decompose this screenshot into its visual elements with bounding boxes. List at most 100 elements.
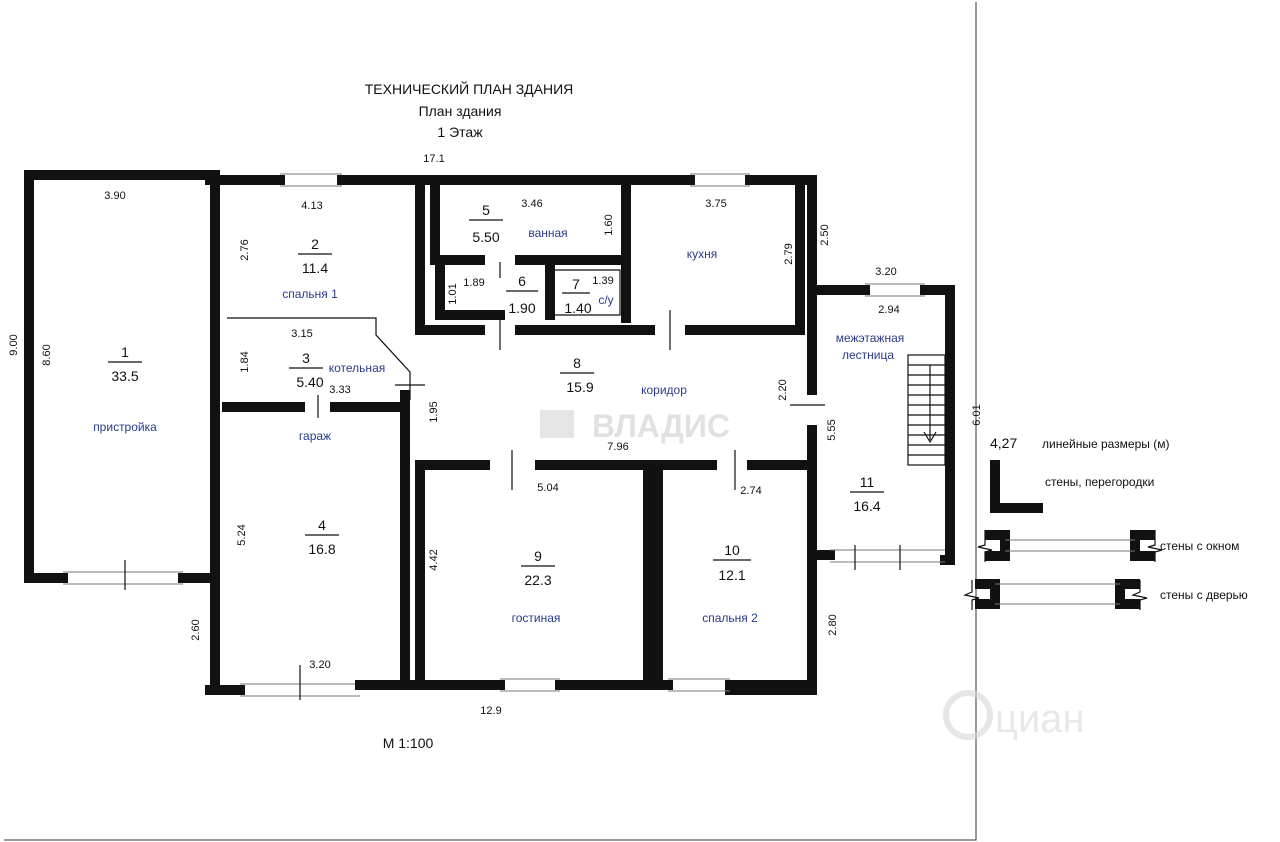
svg-text:5.50: 5.50 bbox=[472, 229, 499, 245]
legend-linear: линейные размеры (м) bbox=[1042, 437, 1169, 451]
dim-bottom-total: 12.9 bbox=[480, 705, 501, 717]
svg-text:коридор: коридор bbox=[641, 383, 687, 397]
svg-text:16.4: 16.4 bbox=[853, 498, 880, 514]
dim-280: 2.80 bbox=[827, 614, 839, 635]
plan-title: ТЕХНИЧЕСКИЙ ПЛАН ЗДАНИЯ bbox=[365, 80, 574, 97]
svg-text:ВЛАДИС: ВЛАДИС bbox=[592, 408, 730, 444]
svg-text:1.90: 1.90 bbox=[508, 300, 535, 316]
staircase bbox=[907, 354, 946, 466]
dim-top-total: 17.1 bbox=[423, 153, 444, 165]
dim-184: 1.84 bbox=[239, 351, 251, 372]
dim-413: 4.13 bbox=[301, 200, 322, 212]
plan-subtitle: План здания bbox=[419, 103, 502, 119]
interior-partitions bbox=[222, 180, 825, 690]
room-label-9: 9 22.3 гостиная bbox=[512, 548, 561, 625]
dim-ext-width: 3.90 bbox=[104, 190, 125, 202]
dim-250: 2.50 bbox=[819, 224, 831, 245]
legend-door: стены с дверью bbox=[1160, 588, 1248, 602]
svg-text:1: 1 bbox=[121, 344, 129, 360]
dim-524: 5.24 bbox=[236, 524, 248, 545]
dim-442: 4.42 bbox=[428, 549, 440, 570]
dim-101: 1.01 bbox=[447, 283, 459, 304]
room-label-5: 5 5.50 ванная bbox=[469, 202, 568, 245]
legend-window: стены с окном bbox=[1160, 539, 1239, 553]
dim-320-stair: 3.20 bbox=[875, 266, 896, 278]
dim-189: 1.89 bbox=[463, 277, 484, 289]
cian-watermark: циан bbox=[943, 690, 1085, 741]
svg-text:2: 2 bbox=[311, 236, 319, 252]
dim-555: 5.55 bbox=[826, 419, 838, 440]
legend-door-symbol bbox=[963, 579, 1148, 610]
svg-text:лестница: лестница bbox=[842, 348, 894, 362]
room-label-7: 7 1.40 с/у bbox=[562, 276, 614, 316]
dim-160: 1.60 bbox=[603, 214, 615, 235]
svg-text:5.40: 5.40 bbox=[296, 374, 323, 390]
svg-text:гостиная: гостиная bbox=[512, 611, 561, 625]
svg-text:10: 10 bbox=[724, 542, 740, 558]
svg-text:6: 6 bbox=[518, 273, 526, 289]
dim-320-garage: 3.20 bbox=[309, 659, 330, 671]
svg-text:гараж: гараж bbox=[299, 429, 331, 443]
svg-text:4: 4 bbox=[318, 517, 326, 533]
main-outer-walls bbox=[205, 170, 955, 700]
svg-text:1.40: 1.40 bbox=[564, 300, 591, 316]
room-label-10: 10 12.1 спальня 2 bbox=[702, 542, 758, 625]
dim-346: 3.46 bbox=[521, 198, 542, 210]
svg-text:9: 9 bbox=[534, 548, 542, 564]
dim-220: 2.20 bbox=[777, 379, 789, 400]
legend-sample-value: 4,27 bbox=[990, 435, 1017, 451]
svg-text:спальня 1: спальня 1 bbox=[282, 287, 338, 301]
dim-601: 6.01 bbox=[971, 404, 983, 425]
dim-139: 1.39 bbox=[592, 275, 613, 287]
svg-text:циан: циан bbox=[995, 697, 1085, 741]
svg-text:15.9: 15.9 bbox=[566, 379, 593, 395]
room-label-6: 6 1.90 bbox=[506, 273, 538, 316]
svg-text:котельная: котельная bbox=[329, 361, 385, 375]
svg-text:пристройка: пристройка bbox=[93, 420, 157, 434]
svg-text:11.4: 11.4 bbox=[302, 260, 328, 276]
svg-text:3: 3 bbox=[302, 350, 310, 366]
legend-window-symbol bbox=[977, 530, 1163, 562]
vladis-watermark: ВЛАДИС bbox=[540, 408, 730, 444]
svg-text:33.5: 33.5 bbox=[111, 368, 138, 384]
svg-text:5: 5 bbox=[482, 202, 490, 218]
dim-315: 3.15 bbox=[291, 328, 312, 340]
svg-text:ванная: ванная bbox=[528, 226, 567, 240]
dim-504: 5.04 bbox=[537, 482, 558, 494]
room-label-11: 11 16.4 межэтажная лестница bbox=[836, 331, 905, 514]
legend-walls: стены, перегородки bbox=[1045, 475, 1154, 489]
room-label-8: 8 15.9 коридор bbox=[560, 355, 687, 397]
svg-text:межэтажная: межэтажная bbox=[836, 331, 905, 345]
legend-wall-symbol bbox=[990, 460, 1043, 513]
svg-text:12.1: 12.1 bbox=[718, 567, 745, 583]
dim-279: 2.79 bbox=[783, 243, 795, 264]
dim-ext-height: 8.60 bbox=[41, 344, 53, 365]
dim-left-total: 9.00 bbox=[8, 334, 20, 355]
svg-text:16.8: 16.8 bbox=[308, 541, 335, 557]
room-label-4: 4 16.8 гараж bbox=[299, 429, 339, 557]
svg-text:спальня 2: спальня 2 bbox=[702, 611, 758, 625]
svg-text:7: 7 bbox=[572, 276, 580, 292]
room-label-3: 3 5.40 котельная bbox=[289, 350, 385, 390]
svg-text:с/у: с/у bbox=[598, 293, 613, 307]
dim-796: 7.96 bbox=[607, 441, 628, 453]
dim-195: 1.95 bbox=[428, 401, 440, 422]
floor-label: 1 Этаж bbox=[437, 124, 483, 140]
dim-375: 3.75 bbox=[705, 198, 726, 210]
dim-260: 2.60 bbox=[190, 619, 202, 640]
svg-text:11: 11 bbox=[860, 474, 875, 490]
scale-label: М 1:100 bbox=[383, 735, 434, 751]
dim-294: 2.94 bbox=[878, 304, 899, 316]
kitchen-label: кухня bbox=[687, 247, 718, 261]
legend: 4,27 линейные размеры (м) стены, перегор… bbox=[963, 435, 1248, 610]
extension-walls bbox=[24, 170, 215, 590]
dim-276: 2.76 bbox=[239, 239, 251, 260]
sheet-border bbox=[4, 2, 977, 841]
svg-text:22.3: 22.3 bbox=[524, 572, 551, 588]
dim-274: 2.74 bbox=[740, 485, 761, 497]
room-label-2: 2 11.4 спальня 1 bbox=[282, 236, 338, 301]
dim-333: 3.33 bbox=[329, 384, 350, 396]
room-label-1: 1 33.5 пристройка bbox=[93, 344, 157, 434]
svg-text:8: 8 bbox=[573, 355, 581, 371]
